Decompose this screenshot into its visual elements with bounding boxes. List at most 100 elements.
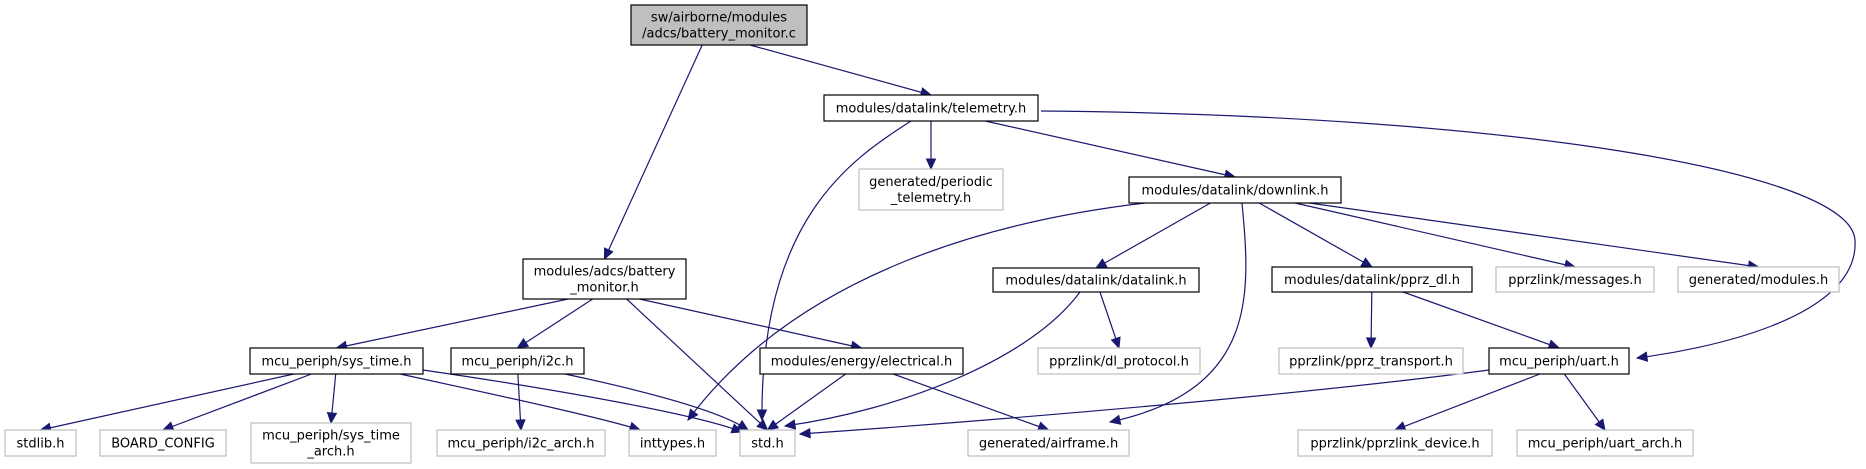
node-box	[250, 422, 412, 464]
arrowhead-uart-std	[798, 428, 811, 439]
arrowhead-downlink-pprzdl	[1360, 257, 1374, 268]
node-label: pprzlink/messages.h	[1508, 273, 1642, 288]
node-uartarch: mcu_periph/uart_arch.h	[1516, 429, 1694, 457]
node-label: mcu_periph/sys_time	[262, 429, 400, 444]
node-label: pprzlink/dl_protocol.h	[1049, 355, 1189, 370]
node-label: /adcs/battery_monitor.c	[642, 27, 796, 42]
node-label: inttypes.h	[640, 437, 705, 452]
node-pprzdl[interactable]: modules/datalink/pprz_dl.h	[1271, 266, 1473, 293]
node-dlprotocol: pprzlink/dl_protocol.h	[1037, 347, 1201, 375]
node-pprzlinkdevice: pprzlink/pprzlink_device.h	[1297, 429, 1493, 457]
node-box	[1271, 266, 1473, 293]
edge-downlink-messages	[1294, 202, 1576, 268]
node-genmodules: generated/modules.h	[1677, 266, 1840, 293]
node-label: mcu_periph/sys_time.h	[261, 355, 411, 370]
edge-downlink-inttypes	[687, 202, 1146, 421]
node-label: std.h	[751, 437, 784, 452]
node-box	[1516, 429, 1694, 457]
node-box	[759, 347, 964, 375]
node-label: generated/airframe.h	[979, 437, 1118, 452]
node-downlink[interactable]: modules/datalink/downlink.h	[1128, 176, 1342, 204]
node-label: modules/datalink/datalink.h	[1005, 274, 1186, 289]
node-box	[967, 429, 1130, 457]
node-label: modules/energy/electrical.h	[771, 355, 952, 370]
node-label: mcu_periph/i2c_arch.h	[448, 437, 595, 452]
node-box	[628, 429, 717, 457]
node-label: generated/modules.h	[1689, 273, 1828, 288]
node-boardconfig: BOARD_CONFIG	[99, 429, 227, 457]
node-label: _telemetry.h	[890, 191, 972, 206]
nodes-layer: sw/airborne/modules/adcs/battery_monitor…	[4, 4, 1840, 464]
edge-downlink-airframe	[1109, 202, 1247, 423]
edge-telemetry-downlink	[985, 120, 1236, 178]
edge-i2c-std	[564, 373, 749, 431]
edge-systime-stdlib	[40, 373, 294, 431]
node-battmon[interactable]: modules/adcs/battery_monitor.h	[522, 258, 687, 300]
arrowhead-telemetry-std	[756, 409, 768, 422]
arrowhead-systime-systimearch	[326, 412, 338, 425]
node-label: mcu_periph/uart.h	[1499, 355, 1619, 370]
node-label: _monitor.h	[569, 281, 639, 296]
node-box	[522, 258, 687, 300]
edge-uart-uartarch	[1563, 373, 1606, 431]
arrowhead-uart-pprzlinkdevice	[1393, 421, 1407, 432]
arrowhead-telemetry-uart	[1635, 351, 1649, 362]
arrowhead-telemetry-periodic	[925, 158, 937, 171]
arrowhead-battmon-i2c	[516, 337, 530, 349]
edge-datalink-std	[784, 291, 1081, 427]
node-airframe: generated/airframe.h	[967, 429, 1130, 457]
node-label: pprzlink/pprzlink_device.h	[1310, 437, 1479, 452]
node-box	[450, 347, 585, 375]
node-electrical[interactable]: modules/energy/electrical.h	[759, 347, 964, 375]
node-box	[1297, 429, 1493, 457]
arrowhead-downlink-airframe	[1108, 414, 1122, 425]
node-i2c[interactable]: mcu_periph/i2c.h	[450, 347, 585, 375]
node-box	[4, 429, 77, 457]
node-box	[858, 168, 1004, 211]
node-uart[interactable]: mcu_periph/uart.h	[1488, 347, 1630, 375]
edge-systime-inttypes	[399, 373, 641, 431]
node-box	[436, 429, 606, 457]
edge-downlink-genmodules	[1309, 202, 1759, 268]
edge-systime-std	[422, 369, 743, 433]
node-label: sw/airborne/modules	[651, 11, 787, 26]
arrowhead-uart-uartarch	[1594, 418, 1606, 431]
node-label: _arch.h	[306, 445, 354, 460]
node-box	[992, 267, 1200, 293]
node-label: modules/datalink/pprz_dl.h	[1284, 273, 1460, 288]
node-label: modules/datalink/downlink.h	[1142, 184, 1329, 199]
node-box	[99, 429, 227, 457]
node-datalink[interactable]: modules/datalink/datalink.h	[992, 267, 1200, 293]
edge-pprzdl-uart	[1402, 291, 1560, 349]
node-box	[739, 429, 796, 457]
edge-battmon-std	[626, 298, 768, 431]
node-label: BOARD_CONFIG	[111, 437, 215, 452]
node-box	[1677, 266, 1840, 293]
arrowhead-i2c-i2carch	[515, 419, 526, 432]
node-systimearch: mcu_periph/sys_time_arch.h	[250, 422, 412, 464]
edge-electrical-airframe	[892, 373, 1049, 431]
edge-downlink-pprzdl	[1258, 202, 1373, 268]
arrowhead-pprzdl-pprztransport	[1365, 337, 1377, 350]
node-label: generated/periodic	[869, 175, 993, 190]
node-i2carch: mcu_periph/i2c_arch.h	[436, 429, 606, 457]
node-label: modules/datalink/telemetry.h	[836, 102, 1027, 117]
node-box	[1495, 266, 1655, 293]
node-label: pprzlink/pprz_transport.h	[1289, 355, 1453, 370]
edge-telemetry-std	[761, 120, 912, 421]
node-systime[interactable]: mcu_periph/sys_time.h	[249, 347, 424, 375]
edge-uart-std	[799, 369, 1490, 435]
node-box	[249, 347, 424, 375]
node-label: stdlib.h	[17, 437, 65, 452]
node-box	[1128, 176, 1342, 204]
edge-uart-pprzlinkdevice	[1394, 373, 1541, 431]
arrowhead-root-battmon	[603, 247, 614, 261]
arrowhead-i2c-std	[736, 419, 750, 431]
node-inttypes: inttypes.h	[628, 429, 717, 457]
arrowhead-electrical-std	[766, 419, 780, 431]
edges-layer	[39, 44, 1856, 439]
node-telemetry[interactable]: modules/datalink/telemetry.h	[823, 94, 1039, 122]
node-root[interactable]: sw/airborne/modules/adcs/battery_monitor…	[630, 4, 808, 46]
node-pprztransport: pprzlink/pprz_transport.h	[1278, 347, 1464, 375]
node-std: std.h	[739, 429, 796, 457]
